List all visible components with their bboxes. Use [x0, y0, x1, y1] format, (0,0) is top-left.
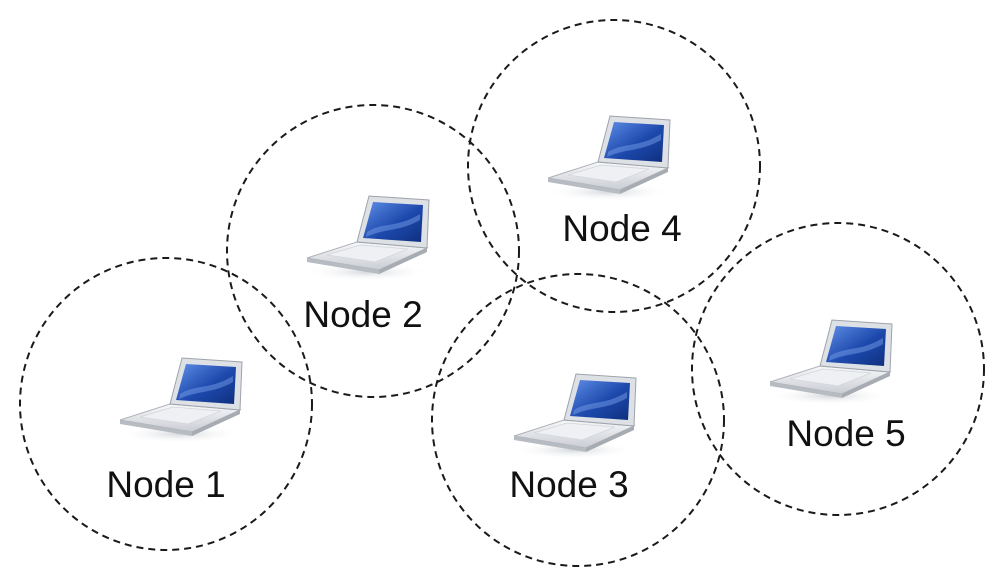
range-circle-node-3: [431, 273, 725, 567]
range-circle-node-1: [19, 257, 313, 551]
range-circle-node-4: [467, 19, 761, 313]
laptop-icon: [118, 357, 243, 444]
node-label-2: Node 2: [303, 294, 422, 335]
node-label-4: Node 4: [562, 208, 681, 249]
node-label-5: Node 5: [786, 413, 905, 454]
laptop-icon: [305, 195, 430, 282]
laptop-icon: [546, 115, 671, 202]
node-label-3: Node 3: [509, 464, 628, 505]
laptop-icon: [768, 319, 893, 406]
range-circle-node-5: [691, 222, 985, 516]
node-label-1: Node 1: [106, 464, 225, 505]
range-circle-node-2: [226, 104, 520, 398]
laptop-icon: [512, 373, 637, 460]
